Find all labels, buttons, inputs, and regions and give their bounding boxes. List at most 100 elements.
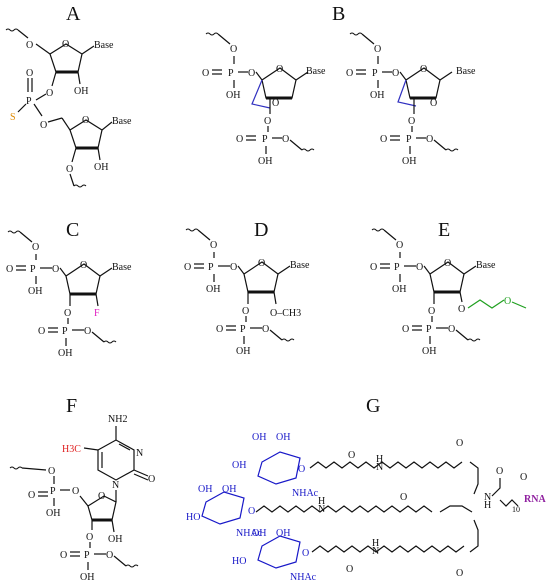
panel-e-o-dbl2: O [402,324,409,335]
g2-nhac: NHAc [236,528,263,539]
panel-f-nh2: NH2 [108,414,127,425]
panel-e-base: Base [476,260,496,271]
g1-o: O [298,464,305,475]
panel-a-sulfur: S [10,112,16,123]
panel-f-oh-p1: OH [46,508,60,519]
g1-oh2: OH [232,460,246,471]
panel-e-letter: E [438,219,450,241]
g3-nhac: NHAc [290,572,317,583]
g-rna: RNA [524,494,546,505]
panel-b1-o-top: O [230,44,237,55]
g-n-1: N [376,462,383,473]
panel-f-n1: N [112,480,119,491]
panel-c-base: Base [112,262,132,273]
panel-f-p2: P [84,550,90,561]
panel-b1-o-dbl2: O [236,134,243,145]
g-o-tail: O [496,466,503,477]
panel-c-o-dbl: O [6,264,13,275]
panel-b2-bridge-o: O [430,98,437,109]
g-ten: 10 [512,505,520,514]
panel-b2-ring-o: O [420,64,427,75]
panel-c-p2: P [62,326,68,337]
panel-d-o3: O [242,306,249,317]
panel-d-base: Base [290,260,310,271]
panel-b1-o5: O [248,68,255,79]
panel-a-base-1: Base [94,40,114,51]
panel-e-moe-o: O [504,296,511,307]
g-n-3: N [372,546,379,557]
panel-a-oh-2: OH [94,162,108,173]
g-nh-1: H [376,454,383,465]
panel-c-o3: O [64,308,71,319]
g3-oh2: OH [276,528,290,539]
panel-a: A O O Base OH O P O S O O Base OH [5,3,132,188]
panel-c-oh: OH [28,286,42,297]
panel-b2-p: P [372,68,378,79]
panel-b1-o-dbl: O [202,68,209,79]
panel-e-p: P [394,262,400,273]
panel-d-o-bot: O [262,324,269,335]
panel-d-o-top: O [210,240,217,251]
g-nh-3: H [372,538,379,549]
panel-d-p2: P [240,324,246,335]
panel-b2-oh: OH [370,90,384,101]
g-nh-2: H [318,496,325,507]
g-o-carbonyl-2: O [348,450,355,461]
g-o-carbonyl-1: O [456,438,463,449]
panel-f-o2: O [148,474,155,485]
panel-c-letter: C [66,219,79,241]
g-o-carbonyl-3: O [400,492,407,503]
g-o-tail-2: O [520,472,527,483]
panel-f-p: P [50,486,56,497]
panel-a-o-3: O [46,88,53,99]
panel-d-letter: D [254,219,268,241]
galnac-2: OH OH HO NHAc O [186,484,263,539]
panel-f: F NH2 N O N H3C O OH O P O O OH O [9,395,155,583]
panel-f-o-top: O [48,466,55,477]
panel-f-o3: O [86,532,93,543]
panel-b2-oh2: OH [402,156,416,167]
panel-a-letter: A [66,3,81,25]
panel-e-o3: O [428,306,435,317]
panel-b2-base: Base [456,66,476,77]
g3-ho: HO [232,556,246,567]
panel-a-o-5: O [40,120,47,131]
panel-c-oh2: OH [58,348,72,359]
panel-f-o5: O [72,486,79,497]
g2-oh: OH [198,484,212,495]
panel-c-p: P [30,264,36,275]
panel-d-methoxy: O–CH3 [270,308,301,319]
g-n-4: N [484,492,491,503]
panel-a-p: P [26,96,32,107]
panel-b-letter: B [332,3,345,25]
galnac-1: OH OH OH NHAc O [232,432,319,499]
panel-b2-o-dbl2: O [380,134,387,145]
g1-oh: OH [276,432,290,443]
g2-ho: HO [186,512,200,523]
panel-a-ring-o: O [62,39,69,50]
panel-g: G OH OH OH NHAc O OH OH HO NHAc O OH OH … [186,395,546,583]
panel-a-base-2: Base [112,116,132,127]
panel-e-o2: O [458,304,465,315]
g-o-carbonyl-4: O [346,564,353,575]
panel-b1-o-bot: O [282,134,289,145]
panel-d-p: P [208,262,214,273]
panel-f-o-dbl2: O [60,550,67,561]
panel-b2-p2: P [406,134,412,145]
panel-e-oh: OH [392,284,406,295]
panel-f-o-bot: O [106,550,113,561]
panel-b1-bridge-o: O [272,98,279,109]
panel-e-o-top: O [396,240,403,251]
panel-b1-o3: O [264,116,271,127]
panel-c-ring-o: O [80,260,87,271]
panel-f-oh2: OH [80,572,94,583]
g2-o: O [248,506,255,517]
g-n-2: N [318,504,325,515]
panel-b2-o-top: O [374,44,381,55]
g-o-carbonyl-5: O [456,568,463,579]
panel-e-ring-o: O [444,258,451,269]
panel-c-o-bot: O [84,326,91,337]
panel-d-oh2: OH [236,346,250,357]
panel-e-oh2: OH [422,346,436,357]
